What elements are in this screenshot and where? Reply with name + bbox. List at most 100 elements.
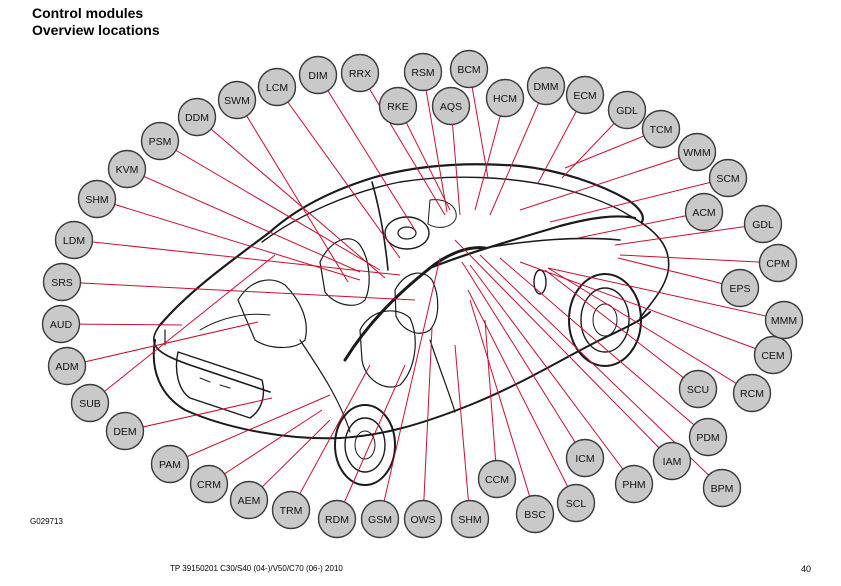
leader-line-scl (467, 289, 577, 504)
module-bubble-rdm: RDM (317, 499, 357, 539)
leader-line-iam (454, 239, 673, 462)
module-label: KVM (116, 164, 139, 176)
module-label: PDM (696, 432, 719, 444)
module-label: OWS (410, 514, 435, 526)
module-bubble-mmm: MMM (764, 300, 804, 340)
leader-line-rke (397, 105, 451, 211)
module-circle (217, 80, 257, 120)
module-circle (107, 149, 147, 189)
module-label: CRM (197, 479, 221, 491)
leader-line-trm (290, 364, 371, 511)
module-circle (140, 121, 180, 161)
module-bubble-wmm: WMM (677, 132, 717, 172)
module-circle (317, 499, 357, 539)
module-label: AQS (440, 101, 462, 113)
leader-line-ows (422, 327, 433, 520)
car-outline (152, 163, 670, 486)
leader-line-rsm (422, 71, 448, 213)
module-bubble-pdm: PDM (688, 417, 728, 457)
module-label: WMM (683, 147, 710, 159)
module-label: RKE (387, 101, 409, 113)
module-circle (229, 480, 269, 520)
leader-line-rcm (547, 267, 753, 394)
module-circle (189, 464, 229, 504)
module-circle (702, 468, 742, 508)
module-circle (271, 490, 311, 530)
module-circle (743, 204, 783, 244)
module-circle (678, 369, 718, 409)
module-bubble-shm: SHM (77, 179, 117, 219)
module-circle (614, 464, 654, 504)
module-label: SUB (79, 398, 101, 410)
leader-line-adm (66, 321, 259, 367)
module-label: RRX (349, 68, 371, 80)
module-label: ACM (692, 207, 715, 219)
module-label: BPM (711, 483, 734, 495)
leader-line-rrx (359, 72, 446, 216)
leader-line-wmm (519, 151, 698, 211)
module-circle (41, 304, 81, 344)
module-circle (298, 55, 338, 95)
module-label: CEM (761, 350, 784, 362)
module-label: EPS (729, 283, 750, 295)
module-circle (403, 52, 443, 92)
leader-line-scu (544, 269, 699, 390)
module-bubble-rke: RKE (378, 86, 418, 126)
module-label: IAM (663, 456, 682, 468)
leader-line-gdl (614, 223, 764, 246)
module-bubble-eps: EPS (720, 268, 760, 308)
module-circle (340, 53, 380, 93)
module-label: TCM (650, 124, 673, 136)
module-label: DEM (113, 426, 136, 438)
module-bubble-ldm: LDM (54, 220, 94, 260)
module-bubble-hcm: HCM (485, 78, 525, 118)
leader-line-acm (577, 211, 705, 239)
module-circle (526, 66, 566, 106)
module-bubble-dim: DIM (298, 55, 338, 95)
module-circle (565, 75, 605, 115)
module-label: ECM (573, 90, 596, 102)
module-circle (70, 383, 110, 423)
module-circle (431, 86, 471, 126)
module-bubble-rcm: RCM (732, 373, 772, 413)
module-label: CCM (485, 474, 509, 486)
module-circle (47, 346, 87, 386)
leader-line-phm (469, 264, 635, 485)
module-bubble-ows: OWS (403, 499, 443, 539)
module-label: PAM (159, 459, 181, 471)
module-circle (641, 109, 681, 149)
leader-line-dim (317, 74, 416, 231)
module-bubble-acm: ACM (684, 192, 724, 232)
module-label: BSC (524, 509, 546, 521)
module-label: RSM (411, 67, 434, 79)
module-bubble-gdl: GDL (743, 204, 783, 244)
page-title: Control modules (32, 5, 144, 21)
module-bubble-crm: CRM (189, 464, 229, 504)
module-label: DMM (533, 81, 558, 93)
leader-line-icm (461, 261, 586, 459)
module-circle (485, 78, 525, 118)
module-label: RDM (325, 514, 349, 526)
module-bubble-cem: CEM (753, 335, 793, 375)
leader-line-hcm (474, 97, 506, 211)
module-circle (54, 220, 94, 260)
module-bubble-aem: AEM (229, 480, 269, 520)
module-circle (515, 494, 555, 534)
module-label: SHM (458, 514, 481, 526)
module-bubble-gsm: GSM (360, 499, 400, 539)
module-label: SWM (224, 95, 250, 107)
module-bubble-icm: ICM (565, 438, 605, 478)
module-label: CPM (766, 258, 789, 270)
module-bubble-adm: ADM (47, 346, 87, 386)
module-label: SCM (716, 173, 739, 185)
leader-line-cpm (619, 254, 779, 264)
leader-line-shm (454, 344, 471, 520)
leader-line-scm (549, 177, 729, 223)
module-bubble-rsm: RSM (403, 52, 443, 92)
module-bubble-bcm: BCM (449, 49, 489, 89)
page-number: 40 (801, 564, 812, 574)
module-bubble-ccm: CCM (477, 459, 517, 499)
module-bubble-lcm: LCM (257, 67, 297, 107)
